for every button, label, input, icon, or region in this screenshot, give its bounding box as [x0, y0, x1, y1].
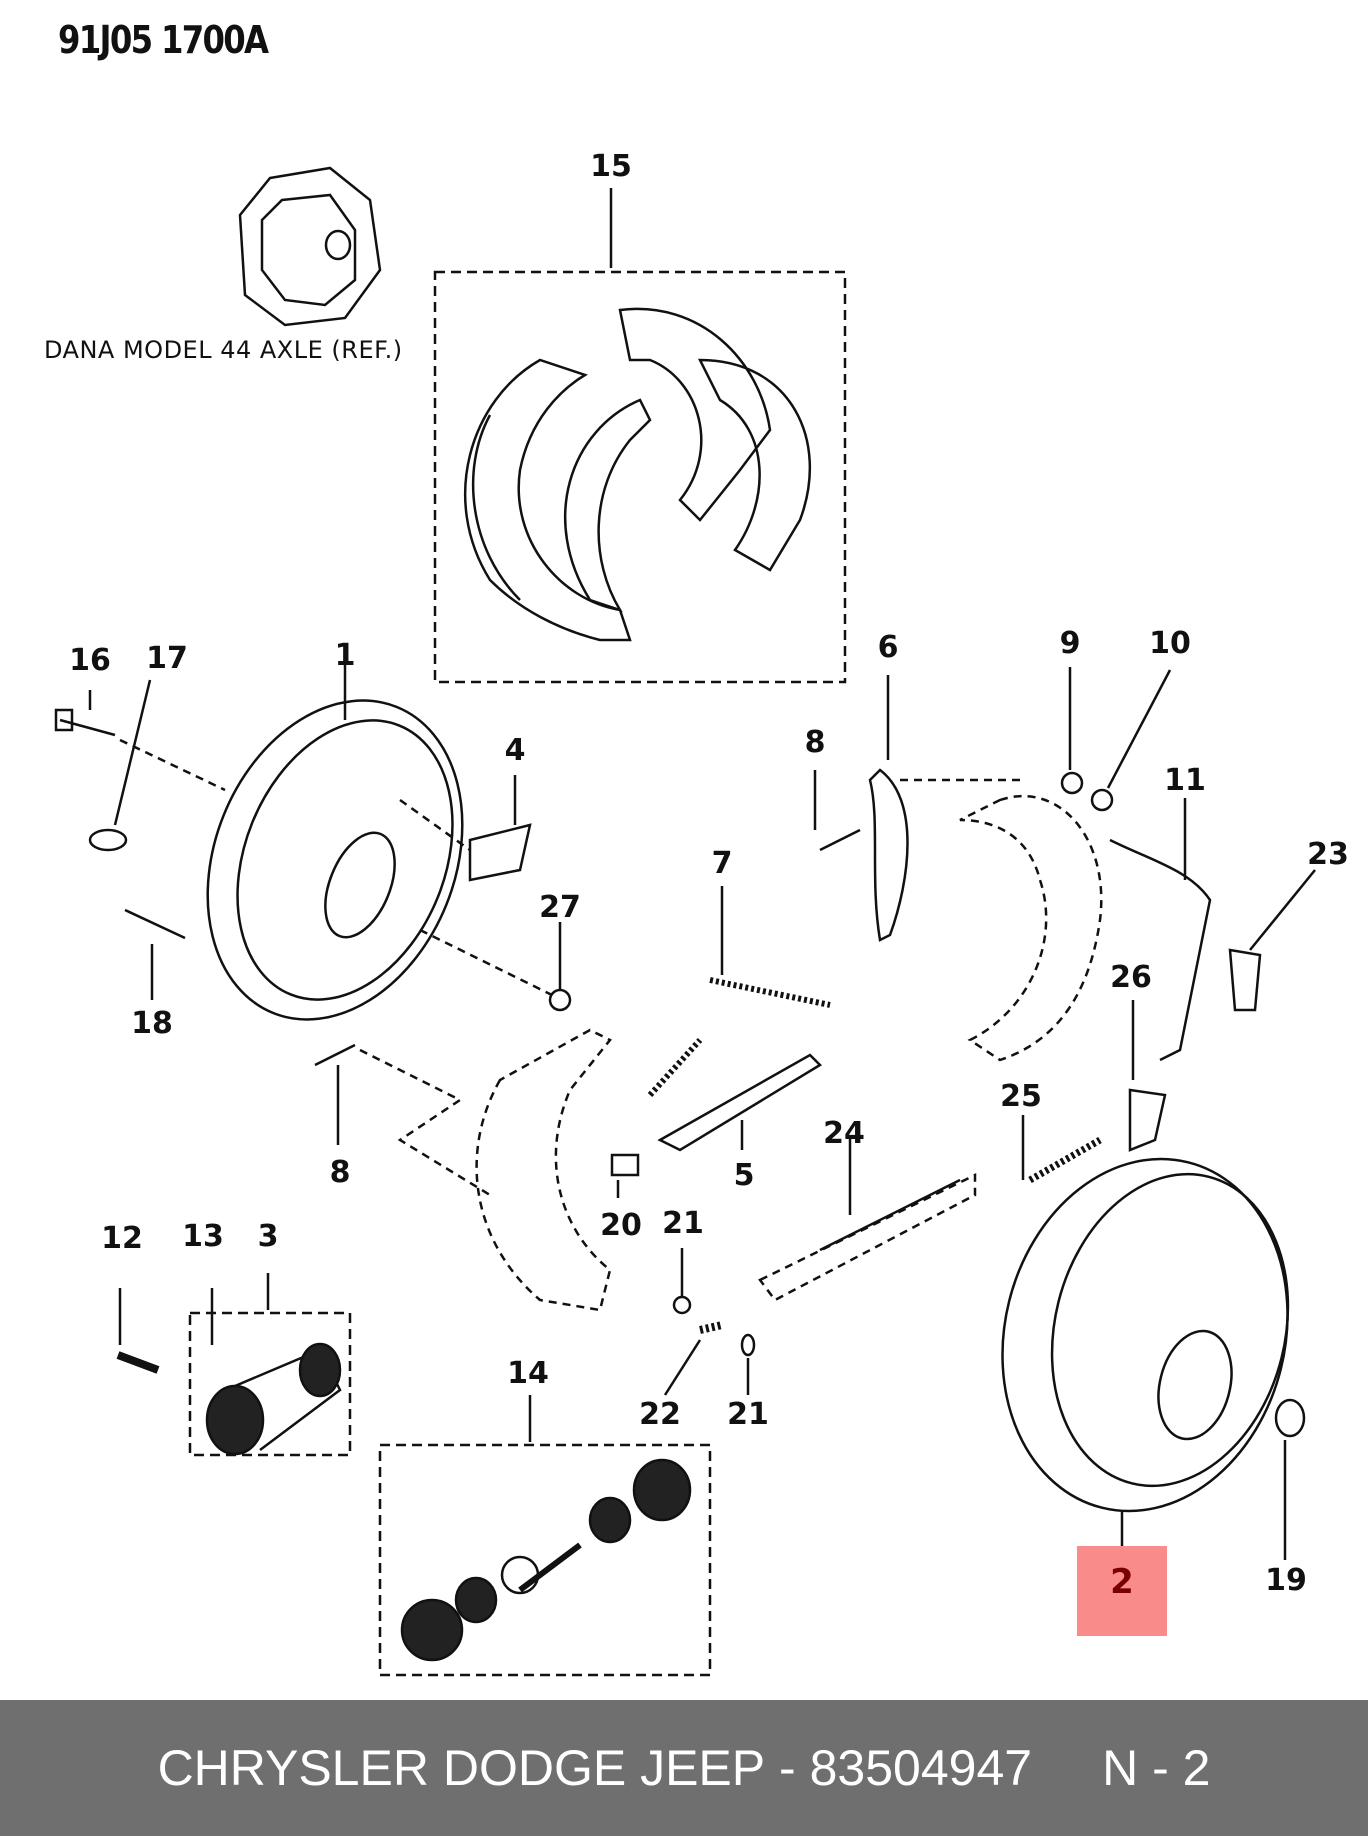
callout-24: 24: [823, 1116, 865, 1151]
reference-code: 91J05 1700A: [58, 18, 269, 62]
plug: [1274, 1398, 1306, 1438]
callout-2[interactable]: 2: [1110, 1562, 1134, 1602]
washer: [672, 1295, 692, 1315]
callout-5: 5: [734, 1158, 755, 1193]
callout-20: 20: [600, 1208, 642, 1243]
callout-17: 17: [146, 641, 188, 676]
callout-1: 1: [335, 638, 356, 673]
spring: [699, 1321, 723, 1334]
exploded-view-drawing: 15 16 17 1 4 6 9 10 8 11 23 7 27 18 26 2…: [54, 149, 1349, 1677]
shoe-outline: [475, 1028, 612, 1312]
callout-9: 9: [1060, 626, 1081, 661]
spring: [1028, 1136, 1102, 1184]
brake-drum: [1001, 1157, 1289, 1513]
shoe-outline: [959, 794, 1103, 1062]
callout-16: 16: [69, 643, 111, 678]
cup: [588, 1496, 632, 1544]
brake-shoe: [618, 307, 772, 522]
brake-shoe: [697, 358, 812, 572]
callout-18: 18: [131, 1006, 173, 1041]
callout-8: 8: [805, 725, 826, 760]
callout-27: 27: [539, 890, 581, 925]
brake-shoe: [463, 358, 632, 642]
callout-21b: 21: [727, 1397, 769, 1432]
gasket: [468, 823, 532, 882]
washer: [740, 1333, 756, 1357]
cup: [632, 1458, 692, 1522]
callout-19: 19: [1265, 1563, 1307, 1598]
callout-11: 11: [1164, 763, 1206, 798]
callout-6: 6: [878, 630, 899, 665]
footer-dash: -: [779, 1740, 796, 1796]
callout-13: 13: [182, 1219, 224, 1254]
pin: [314, 1043, 356, 1067]
callout-26: 26: [1110, 960, 1152, 995]
parking-lever: [868, 768, 909, 942]
bolt: [124, 908, 186, 940]
lever: [657, 1053, 823, 1152]
nut: [548, 988, 572, 1012]
bleeder-cap: [88, 828, 128, 852]
bolt: [116, 1351, 160, 1374]
callout-7: 7: [712, 846, 733, 881]
pin: [819, 828, 861, 852]
backing-plate: [206, 699, 464, 1021]
adjuster-box: [758, 1172, 977, 1302]
callout-4: 4: [505, 733, 526, 768]
parts-diagram: 91J05 1700A DANA MODEL 44 AXLE (REF.): [44, 18, 1349, 1677]
callout-labels: 15 16 17 1 4 6 9 10 8 11 23 7 27 18 26 2…: [69, 149, 1349, 1598]
callout-3: 3: [258, 1219, 279, 1254]
washer: [1060, 771, 1084, 795]
footer-brand: CHRYSLER DODGE JEEP: [157, 1740, 766, 1796]
adjuster-screw: [819, 1178, 961, 1252]
cable: [1109, 838, 1212, 1062]
lever: [1128, 1088, 1167, 1152]
callout-15: 15: [590, 149, 632, 184]
footer-bar: CHRYSLER DODGE JEEP - 83504947 N - 2: [0, 1700, 1368, 1836]
callout-10: 10: [1149, 626, 1191, 661]
callout-8b: 8: [330, 1155, 351, 1190]
callout-23: 23: [1307, 837, 1349, 872]
callout-14: 14: [507, 1356, 549, 1391]
wheel-cylinder: [205, 1384, 265, 1456]
axle-reference-caption: DANA MODEL 44 AXLE (REF.): [44, 336, 403, 364]
wheel-cylinder-box: [188, 1311, 352, 1457]
clip: [610, 1153, 640, 1177]
spring: [647, 1037, 703, 1098]
callout-21: 21: [662, 1206, 704, 1241]
callout-22: 22: [639, 1397, 681, 1432]
nut: [1090, 788, 1114, 812]
footer-part-number: 83504947: [809, 1740, 1033, 1796]
callout-12: 12: [101, 1221, 143, 1256]
spring: [709, 977, 831, 1008]
brake-shoe: [563, 398, 652, 613]
bolt: [59, 718, 116, 737]
cup: [454, 1576, 498, 1624]
highlighted-callout-box[interactable]: [1077, 1546, 1167, 1636]
callout-25: 25: [1000, 1079, 1042, 1114]
piston: [518, 1542, 582, 1593]
footer-caption: CHRYSLER DODGE JEEP - 83504947 N - 2: [0, 1700, 1368, 1836]
bracket: [1228, 948, 1262, 1012]
axle-housing-ref: [238, 166, 382, 327]
footer-position: N - 2: [1102, 1740, 1211, 1796]
repair-kit-box: [378, 1443, 712, 1677]
cup: [400, 1598, 464, 1662]
brake-shoe-kit-box: [433, 270, 847, 684]
